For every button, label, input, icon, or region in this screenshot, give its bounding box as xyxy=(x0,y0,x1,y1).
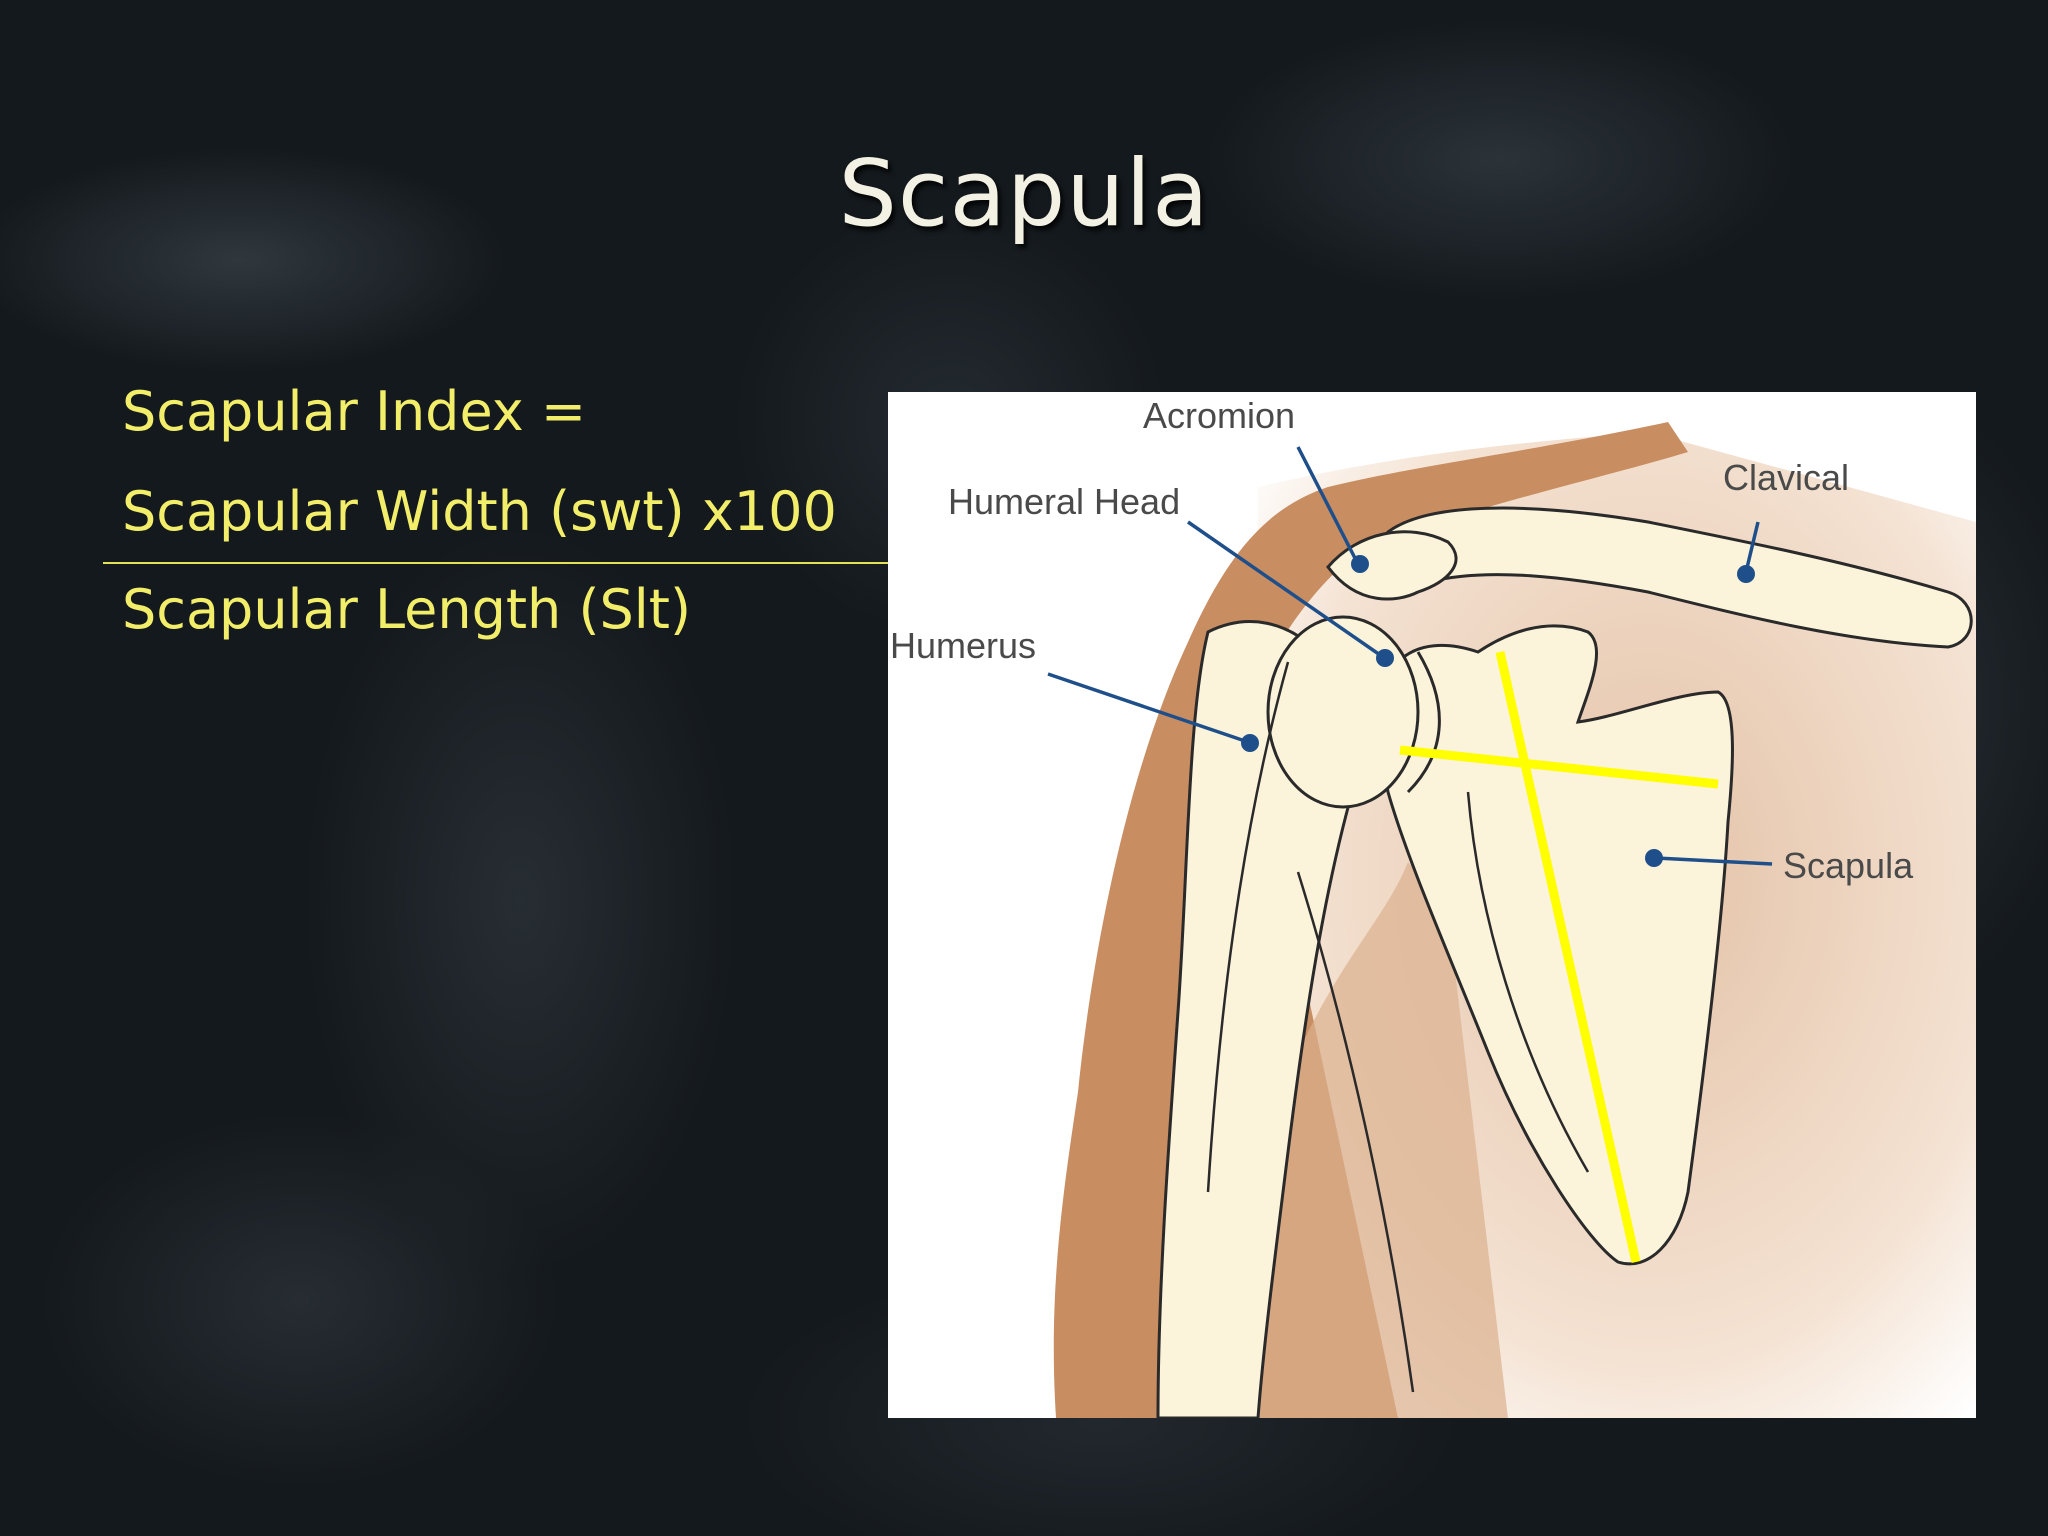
scapula-bone xyxy=(1379,624,1734,1266)
humerus-dot xyxy=(1241,734,1259,752)
arm-contour-line xyxy=(1296,871,1415,1393)
humeral-head-dot xyxy=(1376,649,1394,667)
formula-denominator: Scapular Length (Slt) xyxy=(122,578,692,641)
glenoid-line xyxy=(1406,651,1441,794)
slide-title: Scapula xyxy=(838,140,1210,247)
clavical-pointer xyxy=(1744,521,1760,573)
label-clavical: Clavical xyxy=(1723,457,1849,498)
scapula-pointer xyxy=(1655,856,1773,866)
clavicle-bone xyxy=(1378,506,1973,649)
scapular-length-line xyxy=(1495,651,1641,1263)
fraction-bar xyxy=(103,562,889,564)
scapula-dot xyxy=(1645,849,1663,867)
label-humeral-head: Humeral Head xyxy=(948,481,1180,522)
formula-line-index: Scapular Index = xyxy=(122,380,587,443)
acromion-bone xyxy=(1326,530,1458,601)
acromion-pointer xyxy=(1296,446,1360,565)
formula-numerator: Scapular Width (swt) x100 xyxy=(122,480,837,543)
scapula-edge xyxy=(1466,791,1590,1173)
acromion-dot xyxy=(1351,555,1369,573)
label-humerus: Humerus xyxy=(890,625,1036,666)
humerus-pointer xyxy=(1047,672,1249,744)
arm-inner-shade xyxy=(1218,862,1508,1418)
label-scapula: Scapula xyxy=(1783,845,1914,886)
humeral-head-pointer xyxy=(1187,520,1384,659)
shoulder-diagram: Acromion Humeral Head Clavical Humerus S… xyxy=(888,392,1976,1418)
clavical-dot xyxy=(1737,565,1755,583)
humeral-head-bone xyxy=(1266,615,1420,809)
humerus-inner-line xyxy=(1206,661,1290,1193)
label-acromion: Acromion xyxy=(1143,395,1295,436)
scapular-width-line xyxy=(1399,745,1719,789)
